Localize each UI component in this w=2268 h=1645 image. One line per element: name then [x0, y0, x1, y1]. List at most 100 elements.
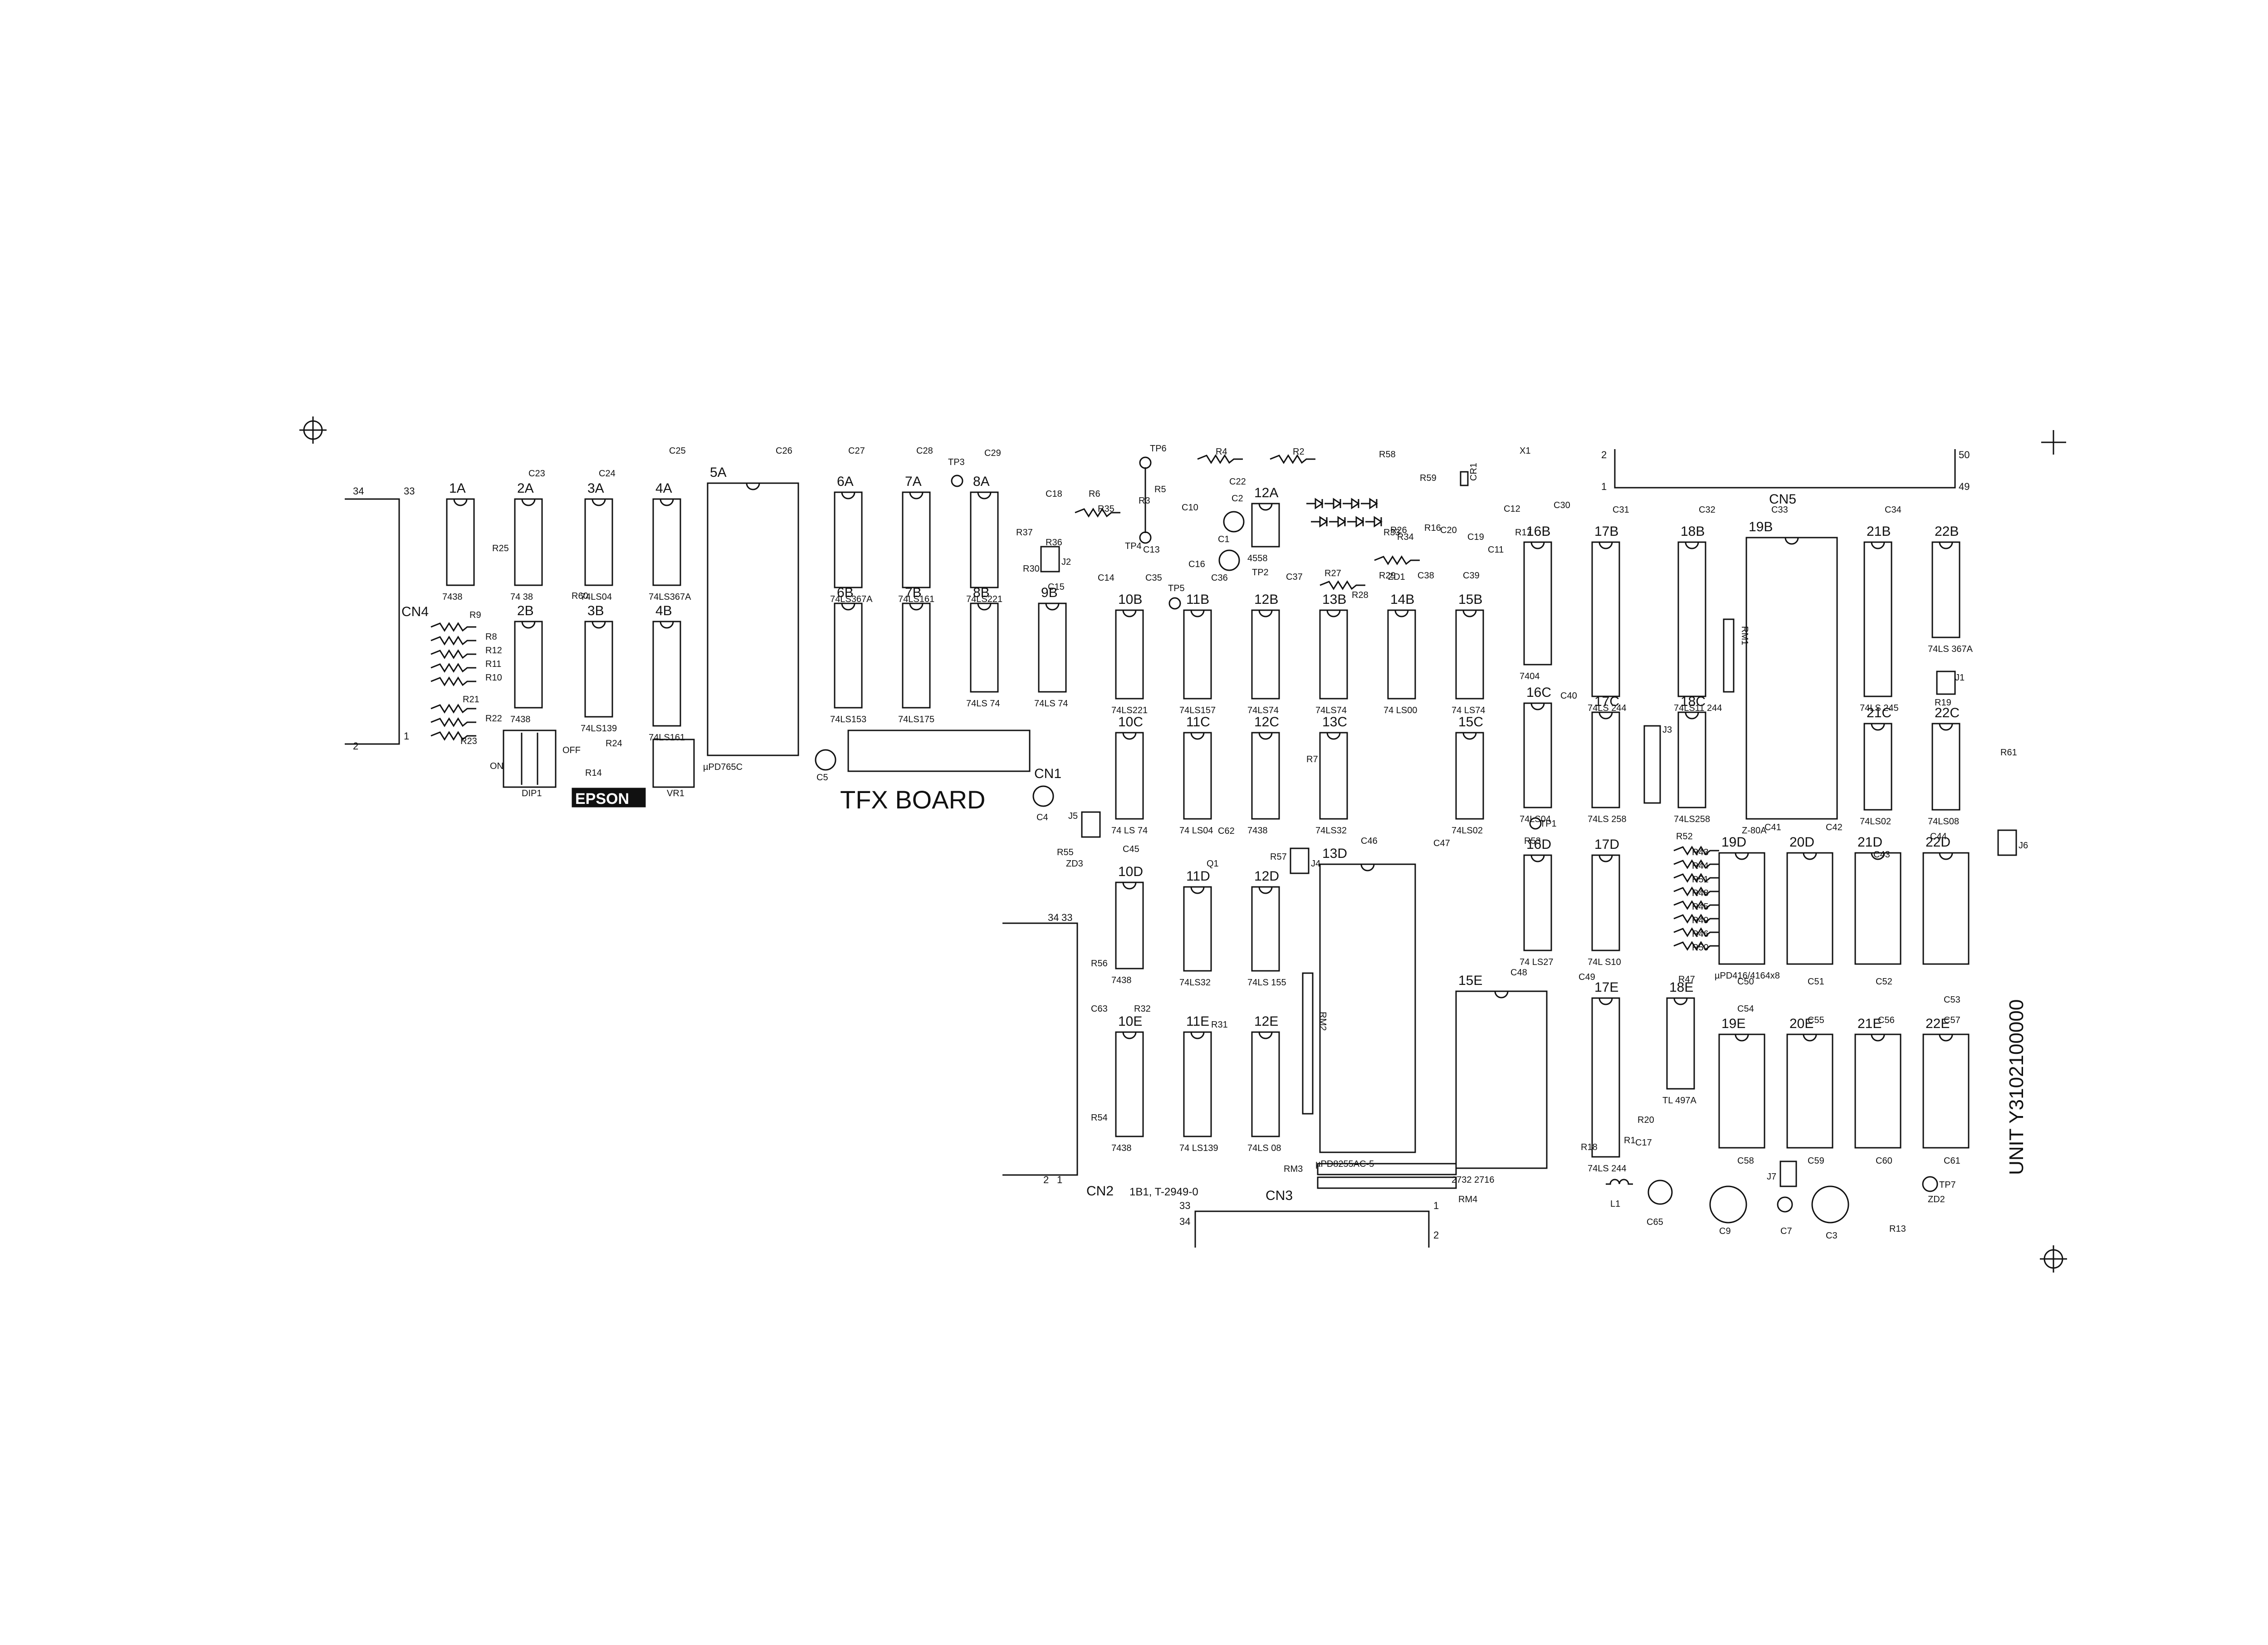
- chip-ref-label: 6A: [837, 474, 854, 489]
- chip-ref-label: 12A: [1254, 485, 1278, 500]
- chip-outline: [446, 498, 475, 586]
- chip-notch: [1673, 998, 1688, 1005]
- capacitor-c20-label: C20: [1440, 525, 1457, 535]
- chip-ref-label: 7B: [905, 585, 922, 600]
- chip-part-label: 7438: [1247, 826, 1268, 836]
- resistor-r16-label: R16: [1424, 523, 1441, 533]
- resistor-r49-label: R49: [1692, 916, 1709, 925]
- chip-notch: [841, 603, 855, 611]
- chip-ref-label: 14B: [1390, 592, 1414, 607]
- tp1-label: TP1: [1540, 819, 1557, 829]
- chip-part-label: 74LS04: [1520, 814, 1551, 824]
- jumper-j6-label: J6: [2019, 841, 2028, 851]
- resistor-r60-label: R60: [572, 591, 588, 601]
- chip-ref-label: 16D: [1526, 837, 1551, 852]
- cn4-label: CN4: [401, 604, 429, 619]
- chip-outline: [970, 491, 999, 588]
- cn2-pin-33: 33: [1061, 912, 1072, 923]
- resistor-r45-label: R45: [1692, 902, 1709, 912]
- chip-outline: [1718, 852, 1765, 965]
- chip-part-label: 74LS221: [966, 594, 1002, 604]
- chip-ref-label: 4B: [655, 603, 672, 618]
- chip-outline: [1786, 852, 1833, 965]
- chip-part-label: TL 497A: [1662, 1096, 1697, 1106]
- capacitor-c52-label: C52: [1876, 977, 1892, 987]
- capacitor-c7-label: C7: [1780, 1226, 1792, 1236]
- chip-notch: [521, 499, 536, 506]
- chip-ref-label: 2A: [517, 481, 534, 496]
- chip-notch: [660, 499, 674, 506]
- resistor-r30-label: R30: [1023, 564, 1040, 574]
- chip-notch: [1122, 1032, 1137, 1039]
- chip-12c: 12C 7438: [1247, 715, 1280, 836]
- jumper-j4-label: J4: [1311, 859, 1320, 869]
- cn1-connector-outline: [847, 729, 1031, 772]
- chip-ref-label: 8A: [973, 474, 990, 489]
- jumper-j7: [1779, 1160, 1797, 1187]
- capacitor-c16-label: C16: [1188, 559, 1205, 569]
- capacitor-c56-label: C56: [1878, 1015, 1895, 1025]
- chip-ref-label: 20E: [1789, 1016, 1813, 1031]
- chip-notch: [909, 492, 924, 499]
- chip-18e: 18E TL 497A: [1662, 980, 1697, 1106]
- chip-notch: [1190, 732, 1205, 740]
- chip-outline: [1183, 1031, 1212, 1137]
- chip-outline: [1931, 541, 1960, 638]
- chip-ref-label: 7A: [905, 474, 922, 489]
- resistor-r23-label: R23: [460, 736, 477, 746]
- resistor-r44-label: R44: [1692, 861, 1709, 871]
- capacitor-c49-label: C49: [1579, 972, 1595, 982]
- chip-part-label: 74LS221: [1111, 705, 1148, 715]
- capacitor-c36-label: C36: [1211, 573, 1228, 583]
- chip-part-label: 74 LS04: [1179, 826, 1213, 836]
- chip-notch: [1939, 723, 1953, 731]
- jumper-j1-label: J1: [1955, 673, 1965, 683]
- capacitor-c38-label: C38: [1418, 571, 1434, 581]
- chip-19e: 19E: [1718, 1016, 1765, 1149]
- chip-ref-label: 18E: [1669, 980, 1693, 995]
- capacitor-c57-label: C57: [1944, 1015, 1960, 1025]
- chip-ref-label: 17D: [1594, 837, 1619, 852]
- chip-ref-label: 19D: [1721, 835, 1746, 850]
- capacitor-c28-label: C28: [916, 446, 933, 456]
- resistor-r43-label: R43: [1692, 847, 1709, 857]
- chip-part-label: 74LS32: [1315, 826, 1347, 836]
- resistor-r36-label: R36: [1046, 538, 1062, 548]
- chip-outline: [1591, 854, 1620, 951]
- cn3-pin-1: 1: [1433, 1200, 1439, 1211]
- resistor-r12-label: R12: [485, 646, 502, 656]
- tp4-label: TP4: [1125, 541, 1142, 551]
- capacitor-c58-label: C58: [1737, 1156, 1754, 1166]
- capacitor-c1-label: C1: [1218, 534, 1230, 544]
- chip-outline: [1523, 702, 1552, 808]
- resistor-r31-label: R31: [1211, 1020, 1228, 1030]
- chip-notch: [1190, 1032, 1205, 1039]
- chip-part-label: µPD765C: [703, 762, 743, 772]
- registration-mark: [2040, 1245, 2067, 1273]
- chip-ref-label: 10B: [1118, 592, 1142, 607]
- chip-outline: [1251, 609, 1280, 700]
- resistor-r19-label: R19: [1935, 698, 1951, 708]
- chip-ref-label: 12C: [1254, 715, 1279, 729]
- capacitor-c45-label: C45: [1123, 844, 1139, 854]
- jumper-j2: [1040, 546, 1060, 573]
- capacitor-c59-label: C59: [1808, 1156, 1824, 1166]
- chip-outline: [1854, 1033, 1901, 1149]
- chip-outline: [1183, 732, 1212, 820]
- jumper-j3-label: J3: [1662, 725, 1672, 735]
- resistor-r56-label: R56: [1091, 959, 1108, 969]
- chip-notch: [1494, 991, 1509, 999]
- cn3-pin-2: 2: [1433, 1229, 1439, 1241]
